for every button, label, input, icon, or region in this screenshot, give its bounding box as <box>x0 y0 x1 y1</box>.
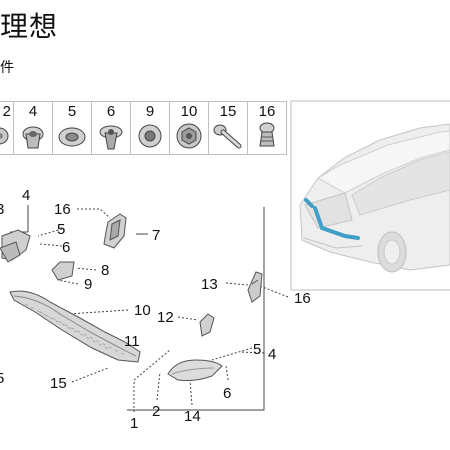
callout-11[interactable]: 11 <box>124 333 140 350</box>
callout-5[interactable]: 5 <box>253 341 261 358</box>
callout-13[interactable]: 13 <box>201 276 218 293</box>
part-cell-6[interactable]: 6 <box>91 102 130 154</box>
part-cell-10[interactable]: 10 <box>169 102 208 154</box>
callout-6[interactable]: 6 <box>62 239 70 256</box>
part-label: 10 <box>180 103 198 120</box>
round-nut-icon <box>138 124 162 148</box>
callout-1[interactable]: 1 <box>130 415 138 432</box>
callout-6[interactable]: 6 <box>223 385 231 402</box>
part-cell-16[interactable]: 16 <box>247 102 286 154</box>
page-title: 理想 <box>0 10 59 43</box>
highlight-trim-icon <box>313 206 360 240</box>
callout-3[interactable]: 3 <box>0 201 4 218</box>
clip-icon <box>0 127 9 145</box>
part-label: 2 <box>2 103 11 120</box>
small-bracket-part[interactable] <box>51 261 75 281</box>
vehicle-illustration <box>299 123 450 273</box>
callout-2[interactable]: 2 <box>152 403 160 420</box>
grommet-icon <box>22 126 44 149</box>
page-subtitle: 件 <box>0 59 14 75</box>
part-cell-15[interactable]: 15 <box>208 102 247 154</box>
callout-10[interactable]: 10 <box>134 302 151 319</box>
callout-7[interactable]: 7 <box>152 227 160 244</box>
lower-bracket-part[interactable] <box>199 313 215 337</box>
nut-icon <box>176 123 202 149</box>
oval-clip-icon <box>58 127 86 147</box>
callout-8[interactable]: 8 <box>101 262 109 279</box>
reflector-part[interactable] <box>167 359 223 381</box>
part-cell-9[interactable]: 9 <box>130 102 169 154</box>
callout-9[interactable]: 9 <box>84 276 92 293</box>
callout-4[interactable]: 4 <box>22 187 30 204</box>
upper-bracket-part[interactable] <box>103 213 127 249</box>
callout-5[interactable]: 5 <box>0 370 4 387</box>
callout-16[interactable]: 16 <box>54 201 71 218</box>
callout-4[interactable]: 4 <box>268 346 276 363</box>
callout-15[interactable]: 15 <box>50 375 67 392</box>
callout-14[interactable]: 14 <box>184 408 201 425</box>
part-label: 4 <box>28 103 38 120</box>
part-cell-4[interactable]: 4 <box>13 102 52 154</box>
parts-strip: 2 4 5 6 9 10 <box>0 101 287 155</box>
screw-icon <box>213 124 242 149</box>
left-bracket-part[interactable] <box>0 229 31 263</box>
side-clip-part[interactable] <box>247 271 263 303</box>
fir-tree-clip-icon <box>259 122 275 147</box>
part-label: 6 <box>106 103 116 120</box>
bumper-trim-strip[interactable] <box>9 290 141 363</box>
callout-12[interactable]: 12 <box>157 309 174 326</box>
part-label: 15 <box>219 103 237 120</box>
part-label: 5 <box>67 103 77 120</box>
callout-labels: 4 16 5 6 7 8 9 10 11 12 13 16 5 4 6 2 14… <box>0 187 311 432</box>
callout-16[interactable]: 16 <box>294 290 311 307</box>
push-rivet-icon <box>99 125 123 150</box>
part-cell-2[interactable]: 2 <box>0 102 13 154</box>
callout-5[interactable]: 5 <box>57 221 65 238</box>
vehicle-preview[interactable] <box>290 100 450 291</box>
part-label: 9 <box>145 103 155 120</box>
part-cell-5[interactable]: 5 <box>52 102 91 154</box>
part-label: 16 <box>258 103 276 120</box>
